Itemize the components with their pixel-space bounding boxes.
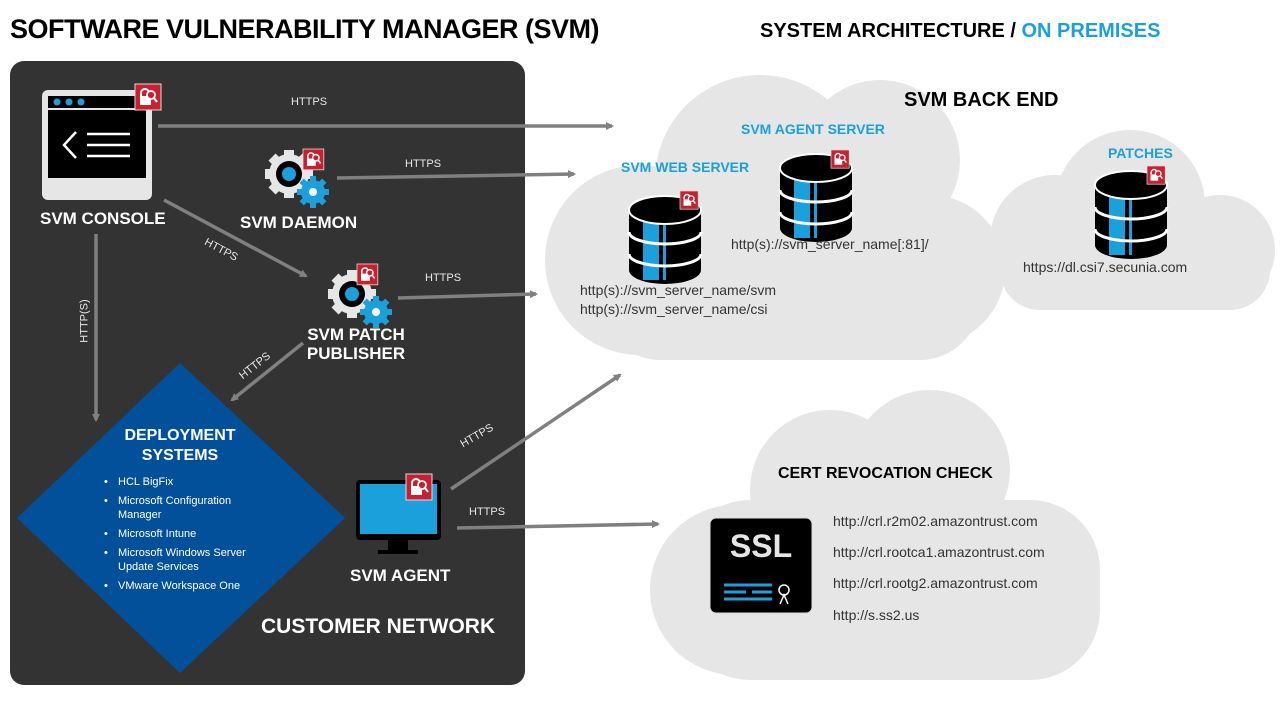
deployment-title-line2: SYSTEMS xyxy=(141,447,219,464)
list-item: Microsoft Configuration Manager xyxy=(104,494,274,522)
patches-url: https://dl.csi7.secunia.com xyxy=(1023,259,1188,275)
arrow-publisher-deployment xyxy=(230,341,305,402)
protocol-label: HTTPS xyxy=(469,506,506,518)
protocol-label: HTTPS xyxy=(405,158,442,170)
protocol-label: HTTP(S) xyxy=(78,299,91,343)
svm-patch-publisher-label: SVM PATCH PUBLISHER xyxy=(306,325,406,363)
cert-url: http://crl.rootg2.amazontrust.com xyxy=(833,575,1038,591)
subtitle-accent: ON PREMISES xyxy=(1021,20,1161,42)
agent-server-label: SVM AGENT SERVER xyxy=(741,121,885,137)
arrow-console-publisher xyxy=(163,198,308,278)
ssl-icon-text: SSL xyxy=(729,528,793,564)
backend-title: SVM BACK END xyxy=(904,89,1059,111)
browser-window-icon xyxy=(42,90,152,200)
patches-cloud xyxy=(990,130,1275,310)
backend-cloud xyxy=(545,75,1005,360)
lock-badge-icon xyxy=(405,473,433,501)
cert-url: http://crl.r2m02.amazontrust.com xyxy=(833,513,1038,529)
web-server-label: SVM WEB SERVER xyxy=(621,159,750,175)
cert-url: http://crl.rootca1.amazontrust.com xyxy=(833,544,1045,560)
publisher-label-line2: PUBLISHER xyxy=(306,344,406,363)
ssl-certificate-icon xyxy=(709,517,813,614)
protocol-label: HTTPS xyxy=(425,272,462,284)
arrow-agent-cert xyxy=(456,520,660,530)
lock-badge-icon xyxy=(679,190,699,210)
deployment-systems-list: HCL BigFix Microsoft Configuration Manag… xyxy=(104,475,274,598)
lock-badge-icon xyxy=(302,148,325,171)
customer-network-label: CUSTOMER NETWORK xyxy=(261,615,496,638)
web-server-url-svm: http(s)://svm_server_name/svm xyxy=(580,282,777,298)
svm-console-label: SVM CONSOLE xyxy=(40,209,166,228)
deployment-title-line1: DEPLOYMENT xyxy=(124,427,236,444)
svm-agent-label: SVM AGENT xyxy=(350,566,451,585)
web-server-url-csi: http(s)://svm_server_name/csi xyxy=(580,301,768,317)
protocol-label: HTTPS xyxy=(291,96,328,108)
lock-badge-icon xyxy=(356,263,379,286)
page-title: SOFTWARE VULNERABILITY MANAGER (SVM) xyxy=(10,14,600,44)
list-item: VMware Workspace One xyxy=(104,579,274,593)
list-item: HCL BigFix xyxy=(104,475,274,489)
lock-badge-icon xyxy=(1146,165,1166,185)
svm-daemon-label: SVM DAEMON xyxy=(240,213,358,232)
deployment-systems-title: DEPLOYMENT SYSTEMS xyxy=(110,426,250,466)
arrow-daemon-backend xyxy=(336,170,576,180)
architecture-subtitle: SYSTEM ARCHITECTURE / ON PREMISES xyxy=(760,20,1160,43)
subtitle-prefix: SYSTEM ARCHITECTURE / xyxy=(760,20,1022,42)
list-item: Microsoft Windows Server Update Services xyxy=(104,546,274,574)
arrow-publisher-backend xyxy=(397,290,538,300)
list-item: Microsoft Intune xyxy=(104,527,274,541)
patches-label: PATCHES xyxy=(1108,145,1173,161)
publisher-label-line1: SVM PATCH xyxy=(307,325,405,344)
lock-badge-icon xyxy=(134,83,162,111)
cert-check-title: CERT REVOCATION CHECK xyxy=(778,465,993,482)
cert-url: http://s.ss2.us xyxy=(833,607,920,623)
lock-badge-icon xyxy=(830,149,850,169)
arrow-agent-backend xyxy=(450,373,622,491)
agent-server-url: http(s)://svm_server_name[:81]/ xyxy=(731,236,929,252)
